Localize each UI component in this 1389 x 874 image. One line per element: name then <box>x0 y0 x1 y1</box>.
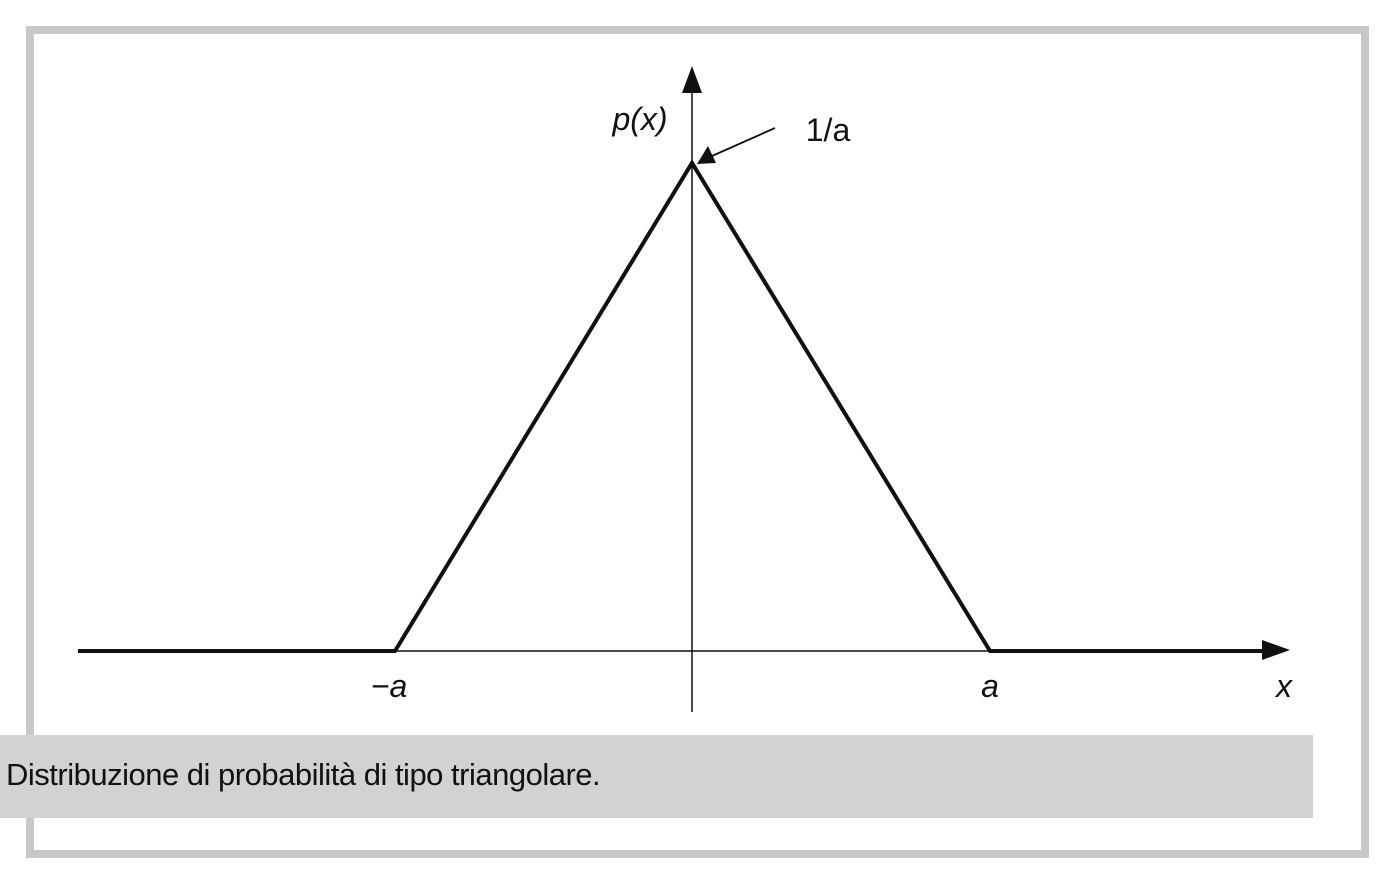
y-axis-arrow <box>682 66 702 93</box>
caption-bar <box>0 735 1313 818</box>
peak-pointer-line <box>711 127 776 157</box>
peak-pointer-arrowhead <box>697 146 716 164</box>
figure-caption: Distribuzione di probabilità di tipo tri… <box>6 757 601 792</box>
peak-label: 1/a <box>806 112 851 148</box>
x-axis-arrow <box>1262 640 1290 660</box>
x-axis-label: x <box>1274 668 1293 704</box>
right-tick-label: a <box>981 668 999 704</box>
left-tick-label: −a <box>371 668 407 704</box>
figure-frame <box>26 26 1369 858</box>
density-curve <box>78 159 1264 653</box>
y-axis-label: p(x) <box>611 101 667 137</box>
